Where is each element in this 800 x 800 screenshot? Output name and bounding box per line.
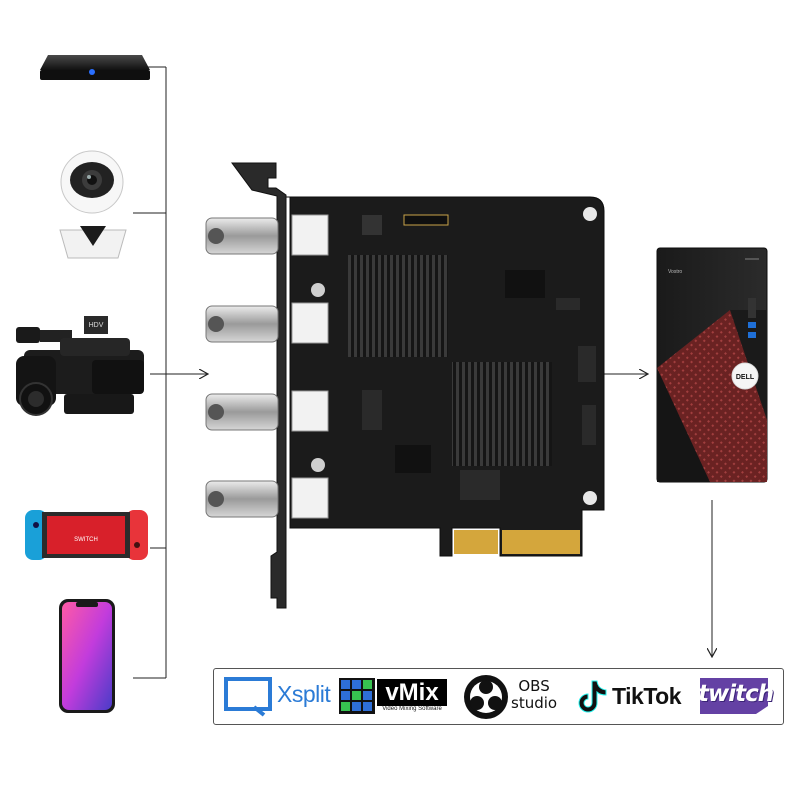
tiktok-icon	[578, 680, 607, 713]
vmix-logo: vMix Video Mixing Software	[339, 678, 447, 714]
vmix-grid-icon	[339, 678, 375, 714]
twitch-label: twitch	[698, 681, 774, 707]
bnc-connectors	[205, 214, 329, 519]
vmix-label: vMix	[377, 679, 447, 706]
set-top-box-icon	[40, 55, 150, 80]
xsplit-icon	[224, 677, 272, 717]
camcorder-badge: HDV	[89, 322, 104, 329]
capture-card-icon	[205, 162, 605, 609]
game-console-icon: SWITCH	[25, 510, 148, 560]
software-logo-bar: Xsplit vMix Video Mixing Software OBS st…	[213, 668, 784, 725]
camcorder-icon: HDV	[16, 316, 144, 416]
dell-badge-text: DELL	[736, 374, 755, 381]
security-camera-icon	[59, 150, 127, 259]
computer-model-label: Vostro	[668, 269, 682, 275]
desktop-tower-icon: Vostro DELL	[656, 247, 768, 483]
twitch-logo: twitch	[698, 676, 774, 716]
twitch-badge-icon	[700, 678, 768, 714]
obs-label: OBS studio	[511, 678, 557, 712]
xsplit-label: Xsplit	[277, 681, 331, 707]
obs-label-line1: OBS	[518, 677, 550, 695]
obs-label-line2: studio	[511, 694, 558, 712]
obs-icon	[464, 675, 508, 719]
tiktok-label: TikTok	[612, 683, 682, 709]
source-connector-lines	[133, 66, 167, 679]
vmix-subtitle: Video Mixing Software	[382, 706, 442, 712]
smartphone-icon	[59, 599, 115, 713]
console-screen-text: SWITCH	[74, 537, 98, 543]
